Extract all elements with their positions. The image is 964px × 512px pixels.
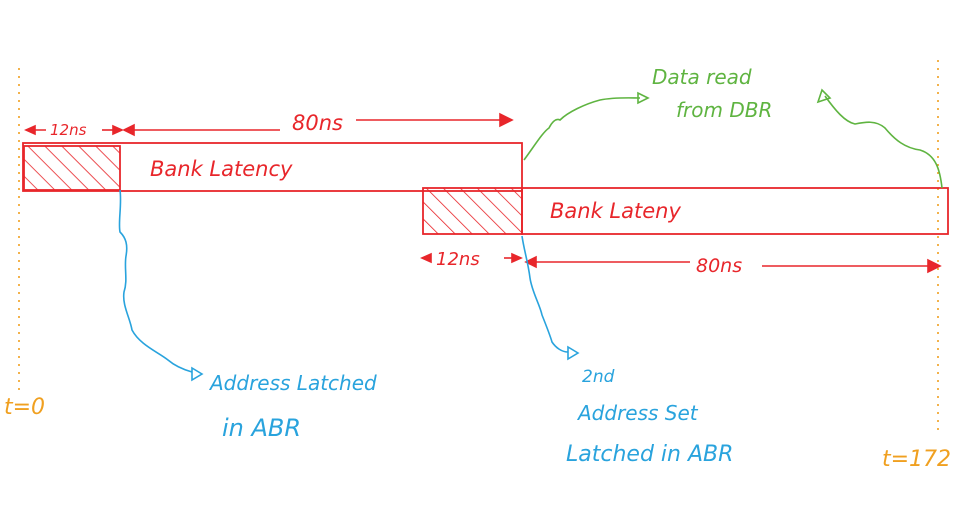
label-bank-latency-2: Bank Lateny xyxy=(550,199,681,223)
label-addr1-line1: Address Latched xyxy=(208,371,377,395)
addr1-arrowhead xyxy=(191,366,204,382)
label-addr2-line1: 2nd xyxy=(582,367,615,387)
data-read-arrow-left xyxy=(523,97,641,161)
dim-80ns-top xyxy=(122,112,514,137)
label-12ns-top: 12ns xyxy=(50,121,87,139)
data-read-arrowhead-left xyxy=(637,91,650,105)
data-read-arrowhead-right xyxy=(816,88,832,104)
label-addr1-line2: in ABR xyxy=(222,414,301,442)
label-12ns-bottom: 12ns xyxy=(436,249,480,270)
label-t-end: t=172 xyxy=(882,447,951,472)
addr2-arrowhead xyxy=(567,345,580,361)
dim-12ns-bottom xyxy=(420,252,523,264)
bank-latency-bar-1 xyxy=(22,142,523,192)
address-setup-hatch-2 xyxy=(422,187,523,235)
label-bank-latency-1: Bank Latency xyxy=(150,157,293,181)
addr1-arrow xyxy=(118,189,193,373)
label-addr2-line2: Address Set xyxy=(576,401,699,425)
label-80ns-top: 80ns xyxy=(292,111,343,135)
data-read-arrow-right xyxy=(824,95,943,189)
bank-latency-bar-2 xyxy=(521,187,949,235)
label-80ns-bottom: 80ns xyxy=(696,255,742,277)
dim-12ns-top xyxy=(24,124,124,136)
address-setup-hatch-1 xyxy=(23,145,121,191)
label-data-read-1: Data read xyxy=(652,65,752,89)
label-data-read-2: from DBR xyxy=(676,98,772,122)
dim-80ns-bottom xyxy=(524,255,942,274)
label-t-start: t=0 xyxy=(4,395,45,420)
label-addr2-line3: Latched in ABR xyxy=(566,442,733,467)
addr2-arrow xyxy=(521,235,569,353)
